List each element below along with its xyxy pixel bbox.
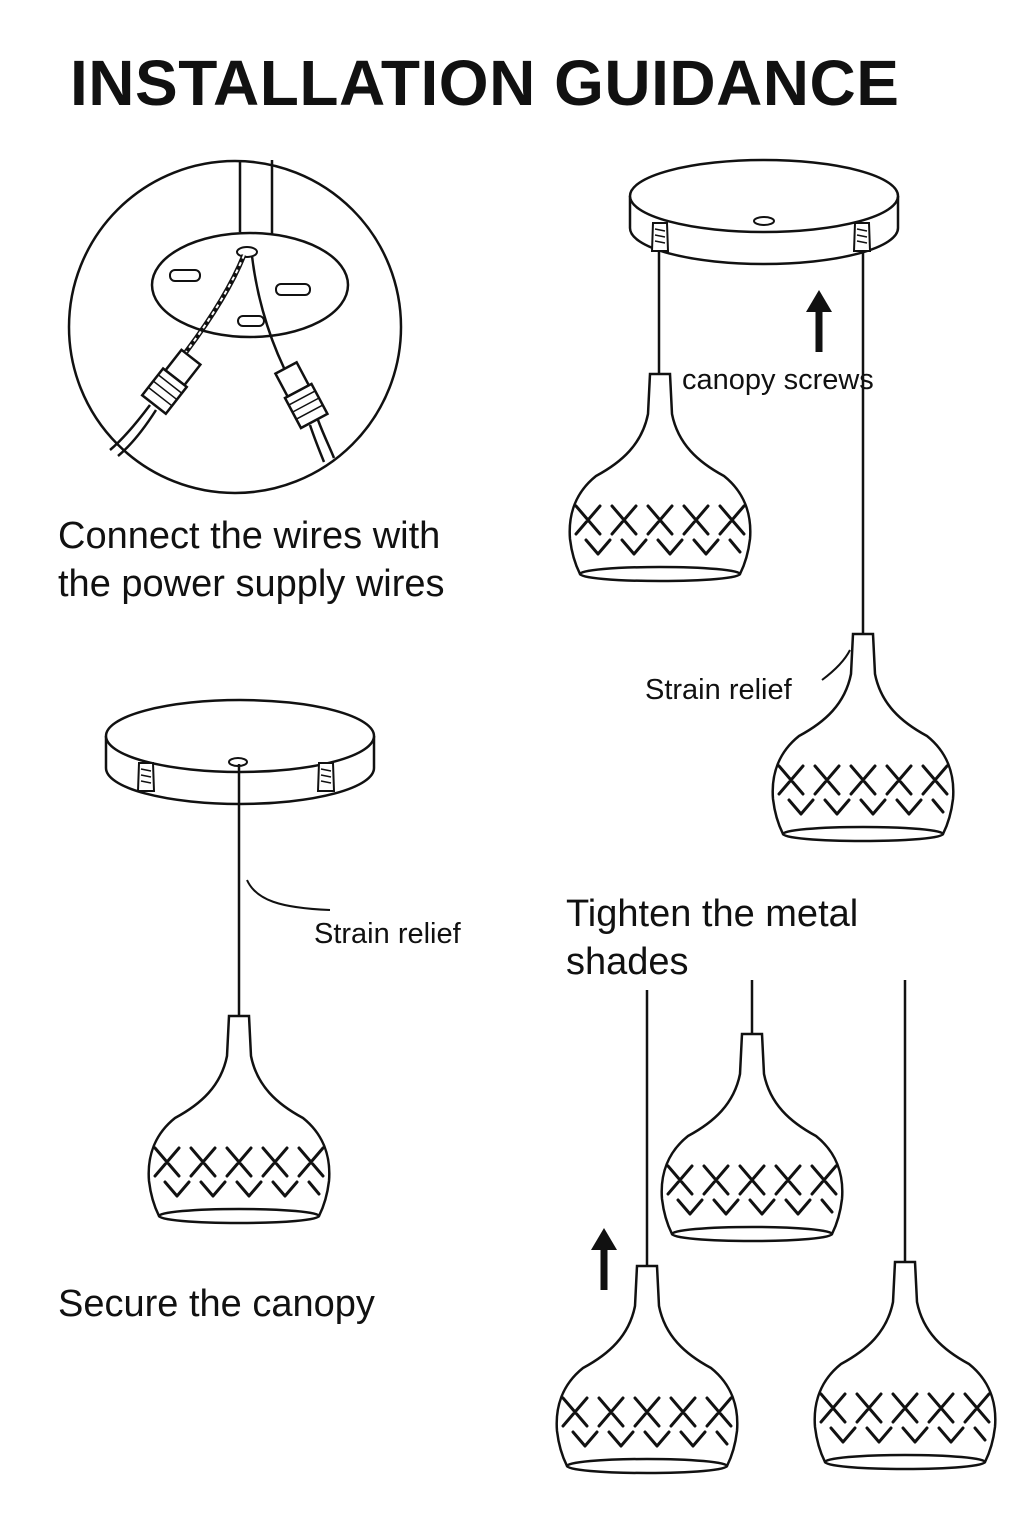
step-connect-caption: Connect the wires with the power supply …	[58, 515, 445, 605]
secure-canopy-illustration	[104, 698, 376, 1225]
step-tighten-caption: Tighten the metal shades	[566, 893, 859, 983]
strain-relief-label-left: Strain relief	[314, 918, 461, 950]
canopy-screws-illustration	[568, 158, 955, 843]
canopy-screws-label: canopy screws	[682, 364, 874, 396]
wiring-detail-circle	[69, 160, 401, 493]
strain-relief-label-top: Strain relief	[645, 674, 792, 706]
step-secure-caption: Secure the canopy	[58, 1283, 375, 1325]
page-title: INSTALLATION GUIDANCE	[70, 47, 900, 119]
tighten-shades-illustration	[555, 980, 997, 1475]
